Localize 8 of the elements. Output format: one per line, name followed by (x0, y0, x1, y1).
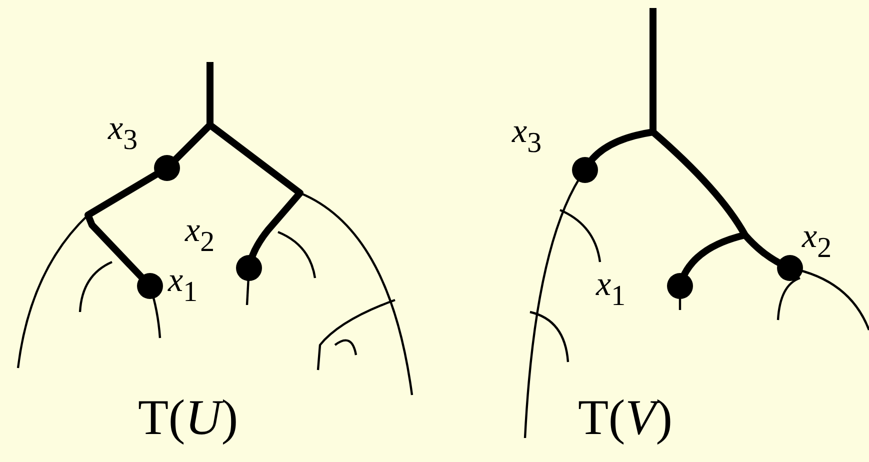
variable-label: x$_{3}$ (108, 112, 138, 156)
variable-label: x$_{2}$ (185, 214, 215, 258)
variable-label: x$_{1}$ (168, 264, 198, 308)
tree-title: T(V) (578, 392, 672, 442)
variable-label: x$_{1}$ (596, 268, 626, 312)
tree-title: T(U) (138, 392, 238, 442)
variable-label: x$_{3}$ (512, 115, 542, 158)
variable-label: x$_{2}$ (802, 220, 832, 264)
